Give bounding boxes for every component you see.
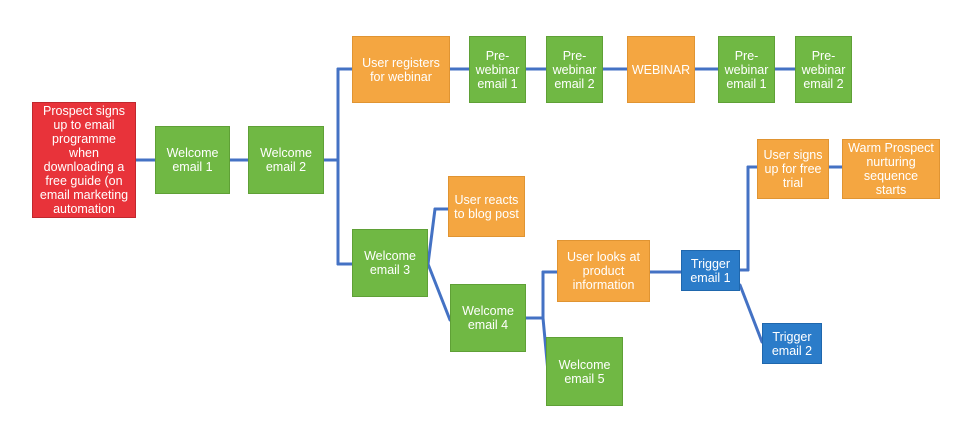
welcome-email-5-box: Welcome email 5 bbox=[546, 337, 623, 406]
user-signs-up-trial-box: User signs up for free trial bbox=[757, 139, 829, 199]
connector-welcome3-reacts-a bbox=[426, 207, 437, 266]
welcome-email-3-box: Welcome email 3 bbox=[352, 229, 428, 297]
user-reacts-blog-box: User reacts to blog post bbox=[448, 176, 525, 237]
pre-webinar-email-1b-box: Pre- webinar email 1 bbox=[718, 36, 775, 103]
prospect-signup-box: Prospect signs up to email programme whe… bbox=[32, 102, 136, 218]
user-registers-webinar-box: User registers for webinar bbox=[352, 36, 450, 103]
webinar-box: WEBINAR bbox=[627, 36, 695, 103]
warm-prospect-nurturing-box: Warm Prospect nurturing sequence starts bbox=[842, 139, 940, 199]
connector-welcome3-welcome4 bbox=[426, 262, 452, 322]
pre-webinar-email-2b-box: Pre- webinar email 2 bbox=[795, 36, 852, 103]
pre-webinar-email-2a-box: Pre- webinar email 2 bbox=[546, 36, 603, 103]
pre-webinar-email-1a-box: Pre- webinar email 1 bbox=[469, 36, 526, 103]
welcome-email-1-box: Welcome email 1 bbox=[155, 126, 230, 194]
welcome-email-4-box: Welcome email 4 bbox=[450, 284, 526, 352]
user-looks-product-info-box: User looks at product information bbox=[557, 240, 650, 302]
trigger-email-1-box: Trigger email 1 bbox=[681, 250, 740, 291]
trigger-email-2-box: Trigger email 2 bbox=[762, 323, 822, 364]
connector-trigger1-trigger2 bbox=[738, 283, 764, 344]
welcome-email-2-box: Welcome email 2 bbox=[248, 126, 324, 194]
